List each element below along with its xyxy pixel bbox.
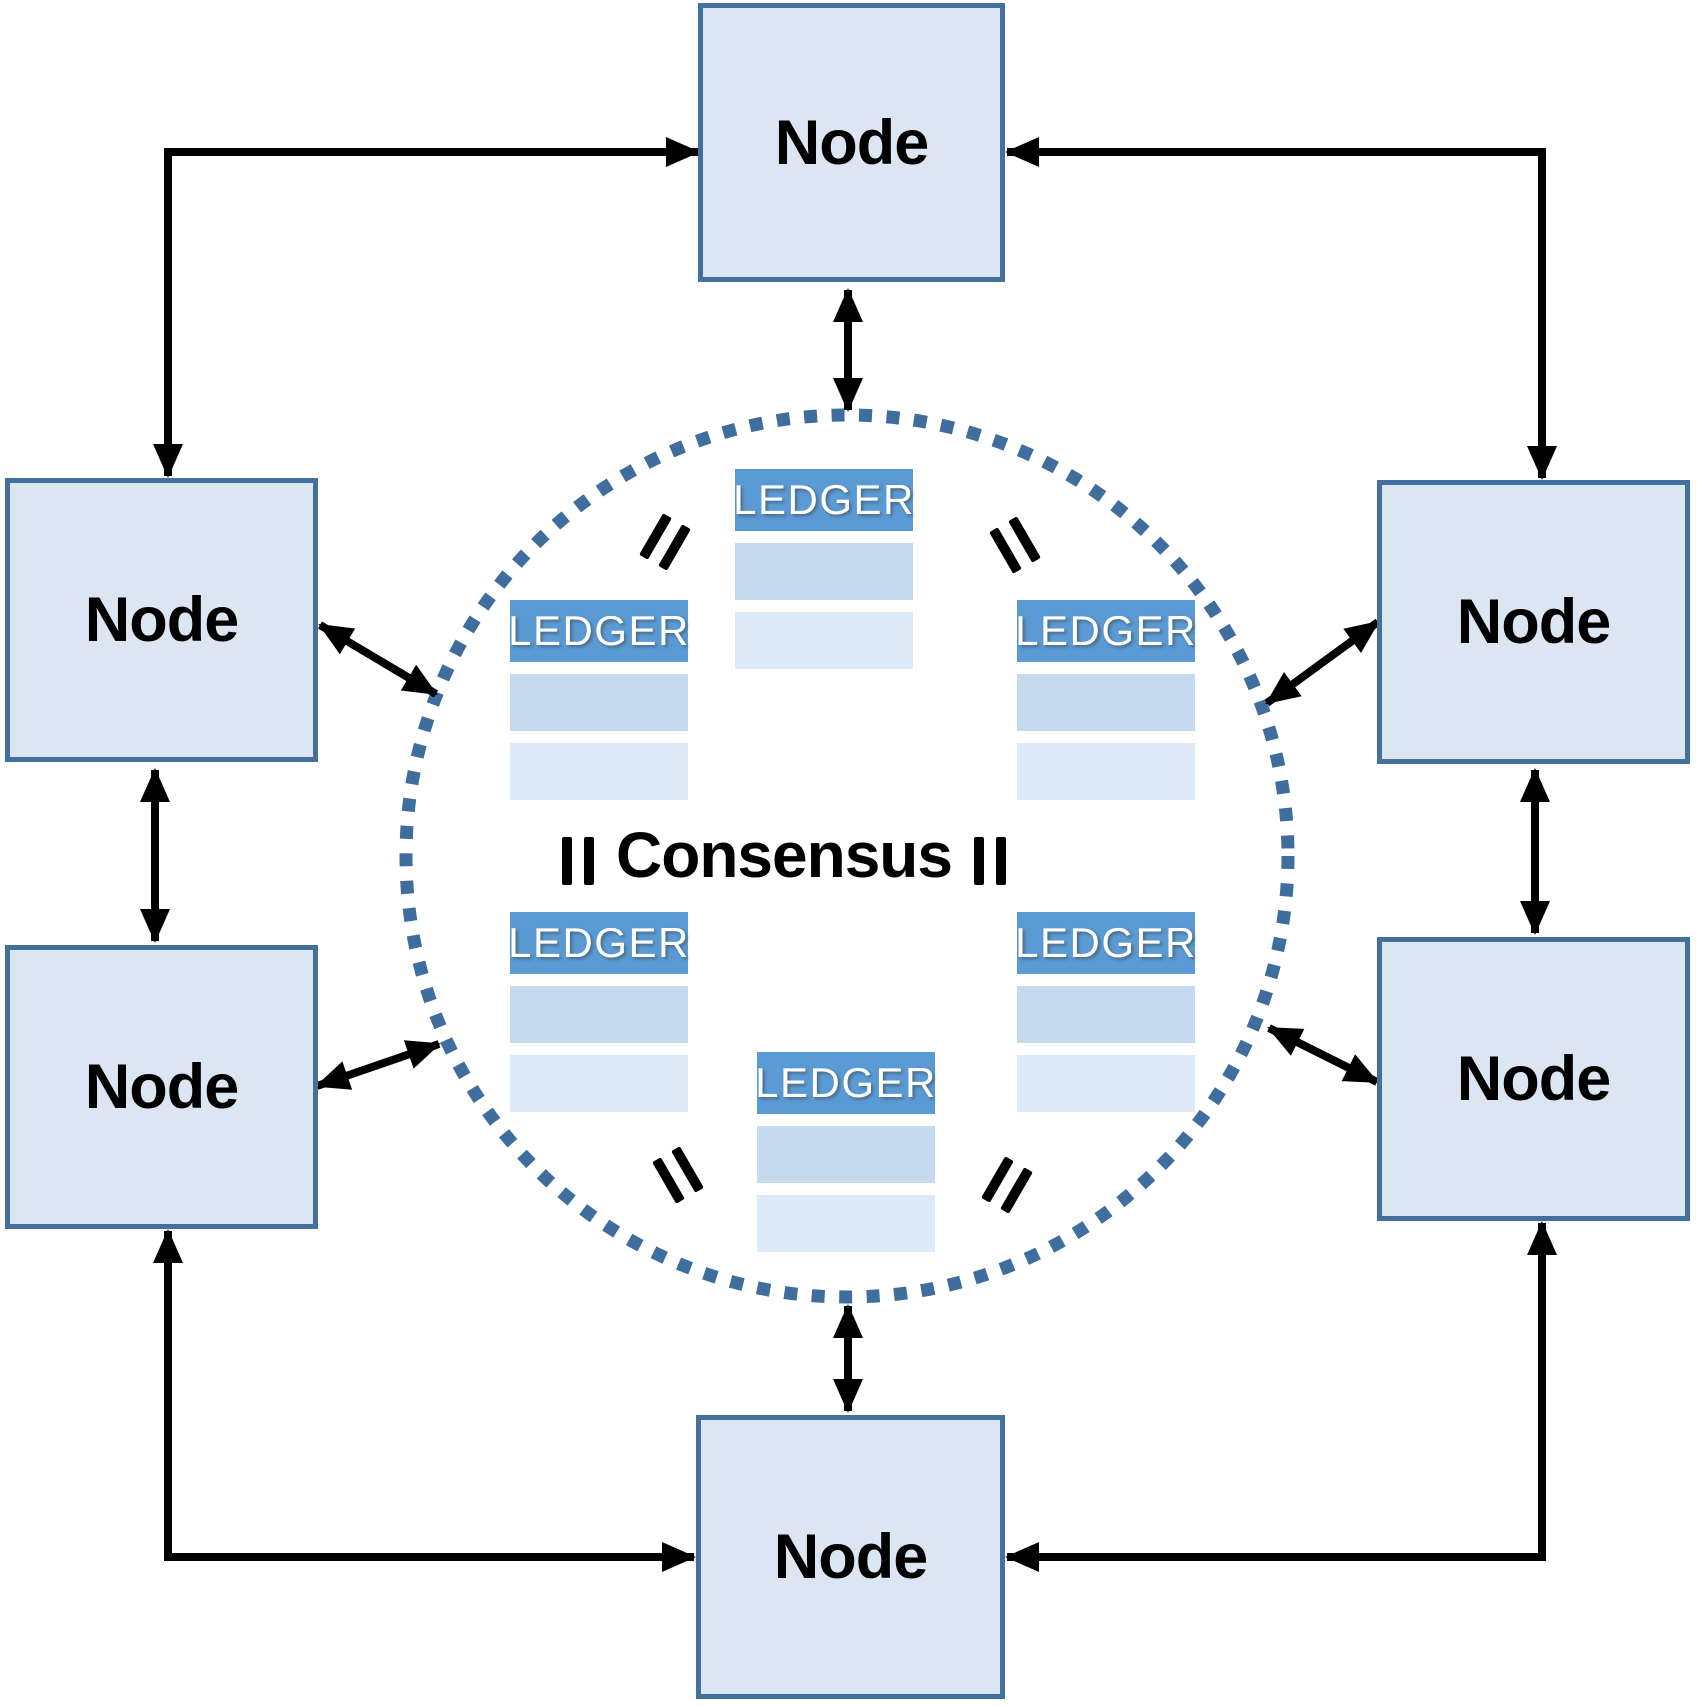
- ledger-upper-right: LEDGER: [1015, 600, 1195, 800]
- ledger-row: [757, 1126, 935, 1183]
- ledger-header: LEDGER: [508, 600, 688, 662]
- connector-top-left-elbow: [153, 137, 700, 478]
- ledger-row: [757, 1195, 935, 1252]
- ledger-row: [510, 1055, 688, 1112]
- node-label: Node: [774, 107, 929, 178]
- node-label: Node: [1456, 1044, 1611, 1114]
- node-box-upper-right: Node: [1377, 480, 1690, 764]
- ledger-row: [735, 612, 913, 669]
- ledger-row: [1017, 674, 1195, 731]
- node-box-lower-left: Node: [5, 945, 318, 1229]
- node-box-bottom: Node: [696, 1415, 1005, 1699]
- connector-bottom-right-elbow: [1005, 1221, 1557, 1572]
- node-label: Node: [84, 585, 239, 655]
- ledger-row: [1017, 743, 1195, 800]
- connector-upper-left-diagonal: [317, 621, 439, 698]
- node-label: Node: [1456, 587, 1611, 657]
- ledger-header: LEDGER: [755, 1052, 935, 1114]
- ledger-row: [510, 674, 688, 731]
- ledger-upper-left: LEDGER: [508, 600, 688, 800]
- connector-lower-right-diagonal: [1267, 1024, 1379, 1086]
- ledger-header: LEDGER: [1015, 600, 1195, 662]
- ledger-bottom: LEDGER: [755, 1052, 935, 1252]
- ledger-header: LEDGER: [1015, 912, 1195, 974]
- ledger-top: LEDGER: [733, 469, 913, 669]
- connector-bottom-left-elbow: [153, 1229, 696, 1572]
- ledger-header: LEDGER: [508, 912, 688, 974]
- ledger-row: [1017, 986, 1195, 1043]
- node-label: Node: [773, 1522, 928, 1592]
- node-label: Node: [84, 1052, 239, 1122]
- node-box-lower-right: Node: [1377, 937, 1690, 1221]
- consensus-circle: [399, 408, 1295, 1304]
- ledger-header: LEDGER: [733, 469, 913, 531]
- node-box-upper-left: Node: [5, 478, 318, 762]
- connector-top-right-elbow: [1005, 137, 1557, 480]
- ledger-row: [735, 543, 913, 600]
- connector-upper-right-diagonal: [1264, 618, 1381, 707]
- ledger-row: [510, 743, 688, 800]
- node-box-top: Node: [698, 3, 1005, 282]
- ledger-lower-left: LEDGER: [508, 912, 688, 1112]
- ledger-row: [1017, 1055, 1195, 1112]
- connector-lower-left-diagonal: [315, 1040, 441, 1090]
- consensus-title: Consensus: [616, 819, 953, 891]
- ledger-lower-right: LEDGER: [1015, 912, 1195, 1112]
- ledger-row: [510, 986, 688, 1043]
